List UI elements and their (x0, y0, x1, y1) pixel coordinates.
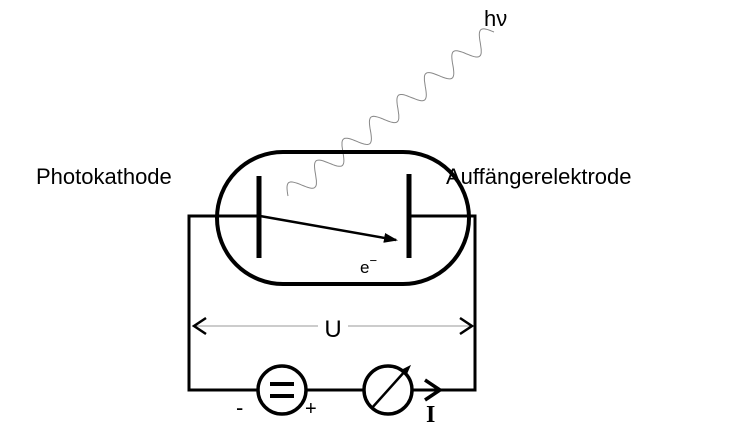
vacuum-tube (215, 150, 471, 286)
current-label: I (426, 402, 435, 428)
plus-terminal-label: + (305, 398, 317, 420)
electron-label: e− (360, 253, 377, 277)
ammeter-needle-tip (401, 364, 412, 376)
voltage-label: U (324, 316, 341, 343)
voltage-arrowhead-right (459, 316, 475, 336)
photon-wave (286, 28, 495, 197)
circuit-wire (187, 214, 259, 392)
minus-terminal-label: - (236, 395, 243, 420)
ammeter-needle (370, 369, 407, 410)
dc-voltage-source (256, 364, 308, 416)
collector-electrode-label: Auffängerelektrode (446, 164, 632, 189)
voltage-label-background (318, 312, 348, 340)
photocathode-label: Photokathode (36, 164, 172, 189)
voltage-arrowhead-left (191, 316, 207, 336)
photon-label: hν (484, 6, 507, 31)
electron-path-arrow (259, 214, 398, 243)
circuit-wire-return (409, 214, 477, 392)
current-direction-arrowhead (424, 378, 444, 402)
